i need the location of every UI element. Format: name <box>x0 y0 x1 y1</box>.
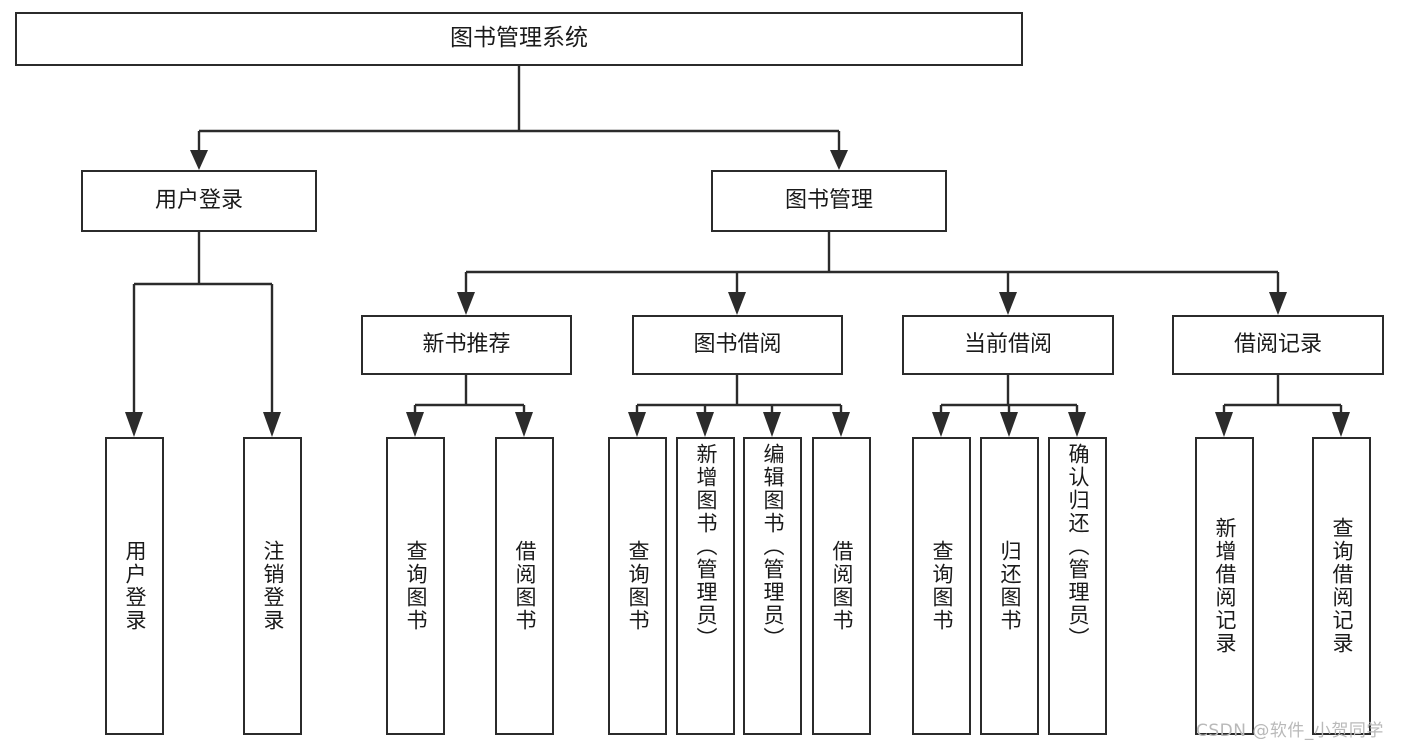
leaf-edit-book[interactable]: 编辑图书（管理员） <box>743 437 802 735</box>
leaf-add-record[interactable]: 新增借阅记录 <box>1195 437 1254 735</box>
leaf-borrow-book-2[interactable]: 借阅图书 <box>812 437 871 735</box>
leaf-return-book-label: 归还图书 <box>998 540 1022 632</box>
node-current-borrow[interactable]: 当前借阅 <box>902 315 1114 375</box>
leaf-borrow-book-1[interactable]: 借阅图书 <box>495 437 554 735</box>
node-new-book-rec-label: 新书推荐 <box>422 332 511 358</box>
node-current-borrow-label: 当前借阅 <box>963 332 1052 358</box>
leaf-add-book-label: 新增图书（管理员） <box>694 443 718 650</box>
leaf-query-book-1[interactable]: 查询图书 <box>386 437 445 735</box>
leaf-query-book-2[interactable]: 查询图书 <box>608 437 667 735</box>
node-borrow-record[interactable]: 借阅记录 <box>1172 315 1384 375</box>
node-borrow-record-label: 借阅记录 <box>1233 332 1322 358</box>
node-user-login-label: 用户登录 <box>154 188 243 214</box>
node-root-label: 图书管理系统 <box>450 25 588 52</box>
leaf-query-book-3[interactable]: 查询图书 <box>912 437 971 735</box>
leaf-user-logout[interactable]: 注销登录 <box>243 437 302 735</box>
leaf-user-logout-label: 注销登录 <box>261 540 285 632</box>
leaf-confirm-return[interactable]: 确认归还（管理员） <box>1048 437 1107 735</box>
leaf-user-login[interactable]: 用户登录 <box>105 437 164 735</box>
leaf-query-book-2-label: 查询图书 <box>626 540 650 632</box>
leaf-borrow-book-1-label: 借阅图书 <box>513 540 537 632</box>
node-user-login[interactable]: 用户登录 <box>81 170 317 232</box>
node-book-borrow-label: 图书借阅 <box>693 332 782 358</box>
leaf-query-record-label: 查询借阅记录 <box>1330 517 1354 655</box>
node-book-borrow[interactable]: 图书借阅 <box>632 315 843 375</box>
node-new-book-rec[interactable]: 新书推荐 <box>361 315 572 375</box>
node-root[interactable]: 图书管理系统 <box>15 12 1023 66</box>
leaf-add-book[interactable]: 新增图书（管理员） <box>676 437 735 735</box>
leaf-user-login-label: 用户登录 <box>123 540 147 632</box>
leaf-edit-book-label: 编辑图书（管理员） <box>761 443 785 650</box>
leaf-return-book[interactable]: 归还图书 <box>980 437 1039 735</box>
leaf-query-book-1-label: 查询图书 <box>404 540 428 632</box>
leaf-borrow-book-2-label: 借阅图书 <box>830 540 854 632</box>
leaf-add-record-label: 新增借阅记录 <box>1213 517 1237 655</box>
watermark-text: CSDN @软件_小贺同学 <box>1196 721 1384 741</box>
leaf-query-book-3-label: 查询图书 <box>930 540 954 632</box>
leaf-query-record[interactable]: 查询借阅记录 <box>1312 437 1371 735</box>
node-book-manage[interactable]: 图书管理 <box>711 170 947 232</box>
leaf-confirm-return-label: 确认归还（管理员） <box>1066 443 1090 650</box>
node-book-manage-label: 图书管理 <box>784 188 873 214</box>
